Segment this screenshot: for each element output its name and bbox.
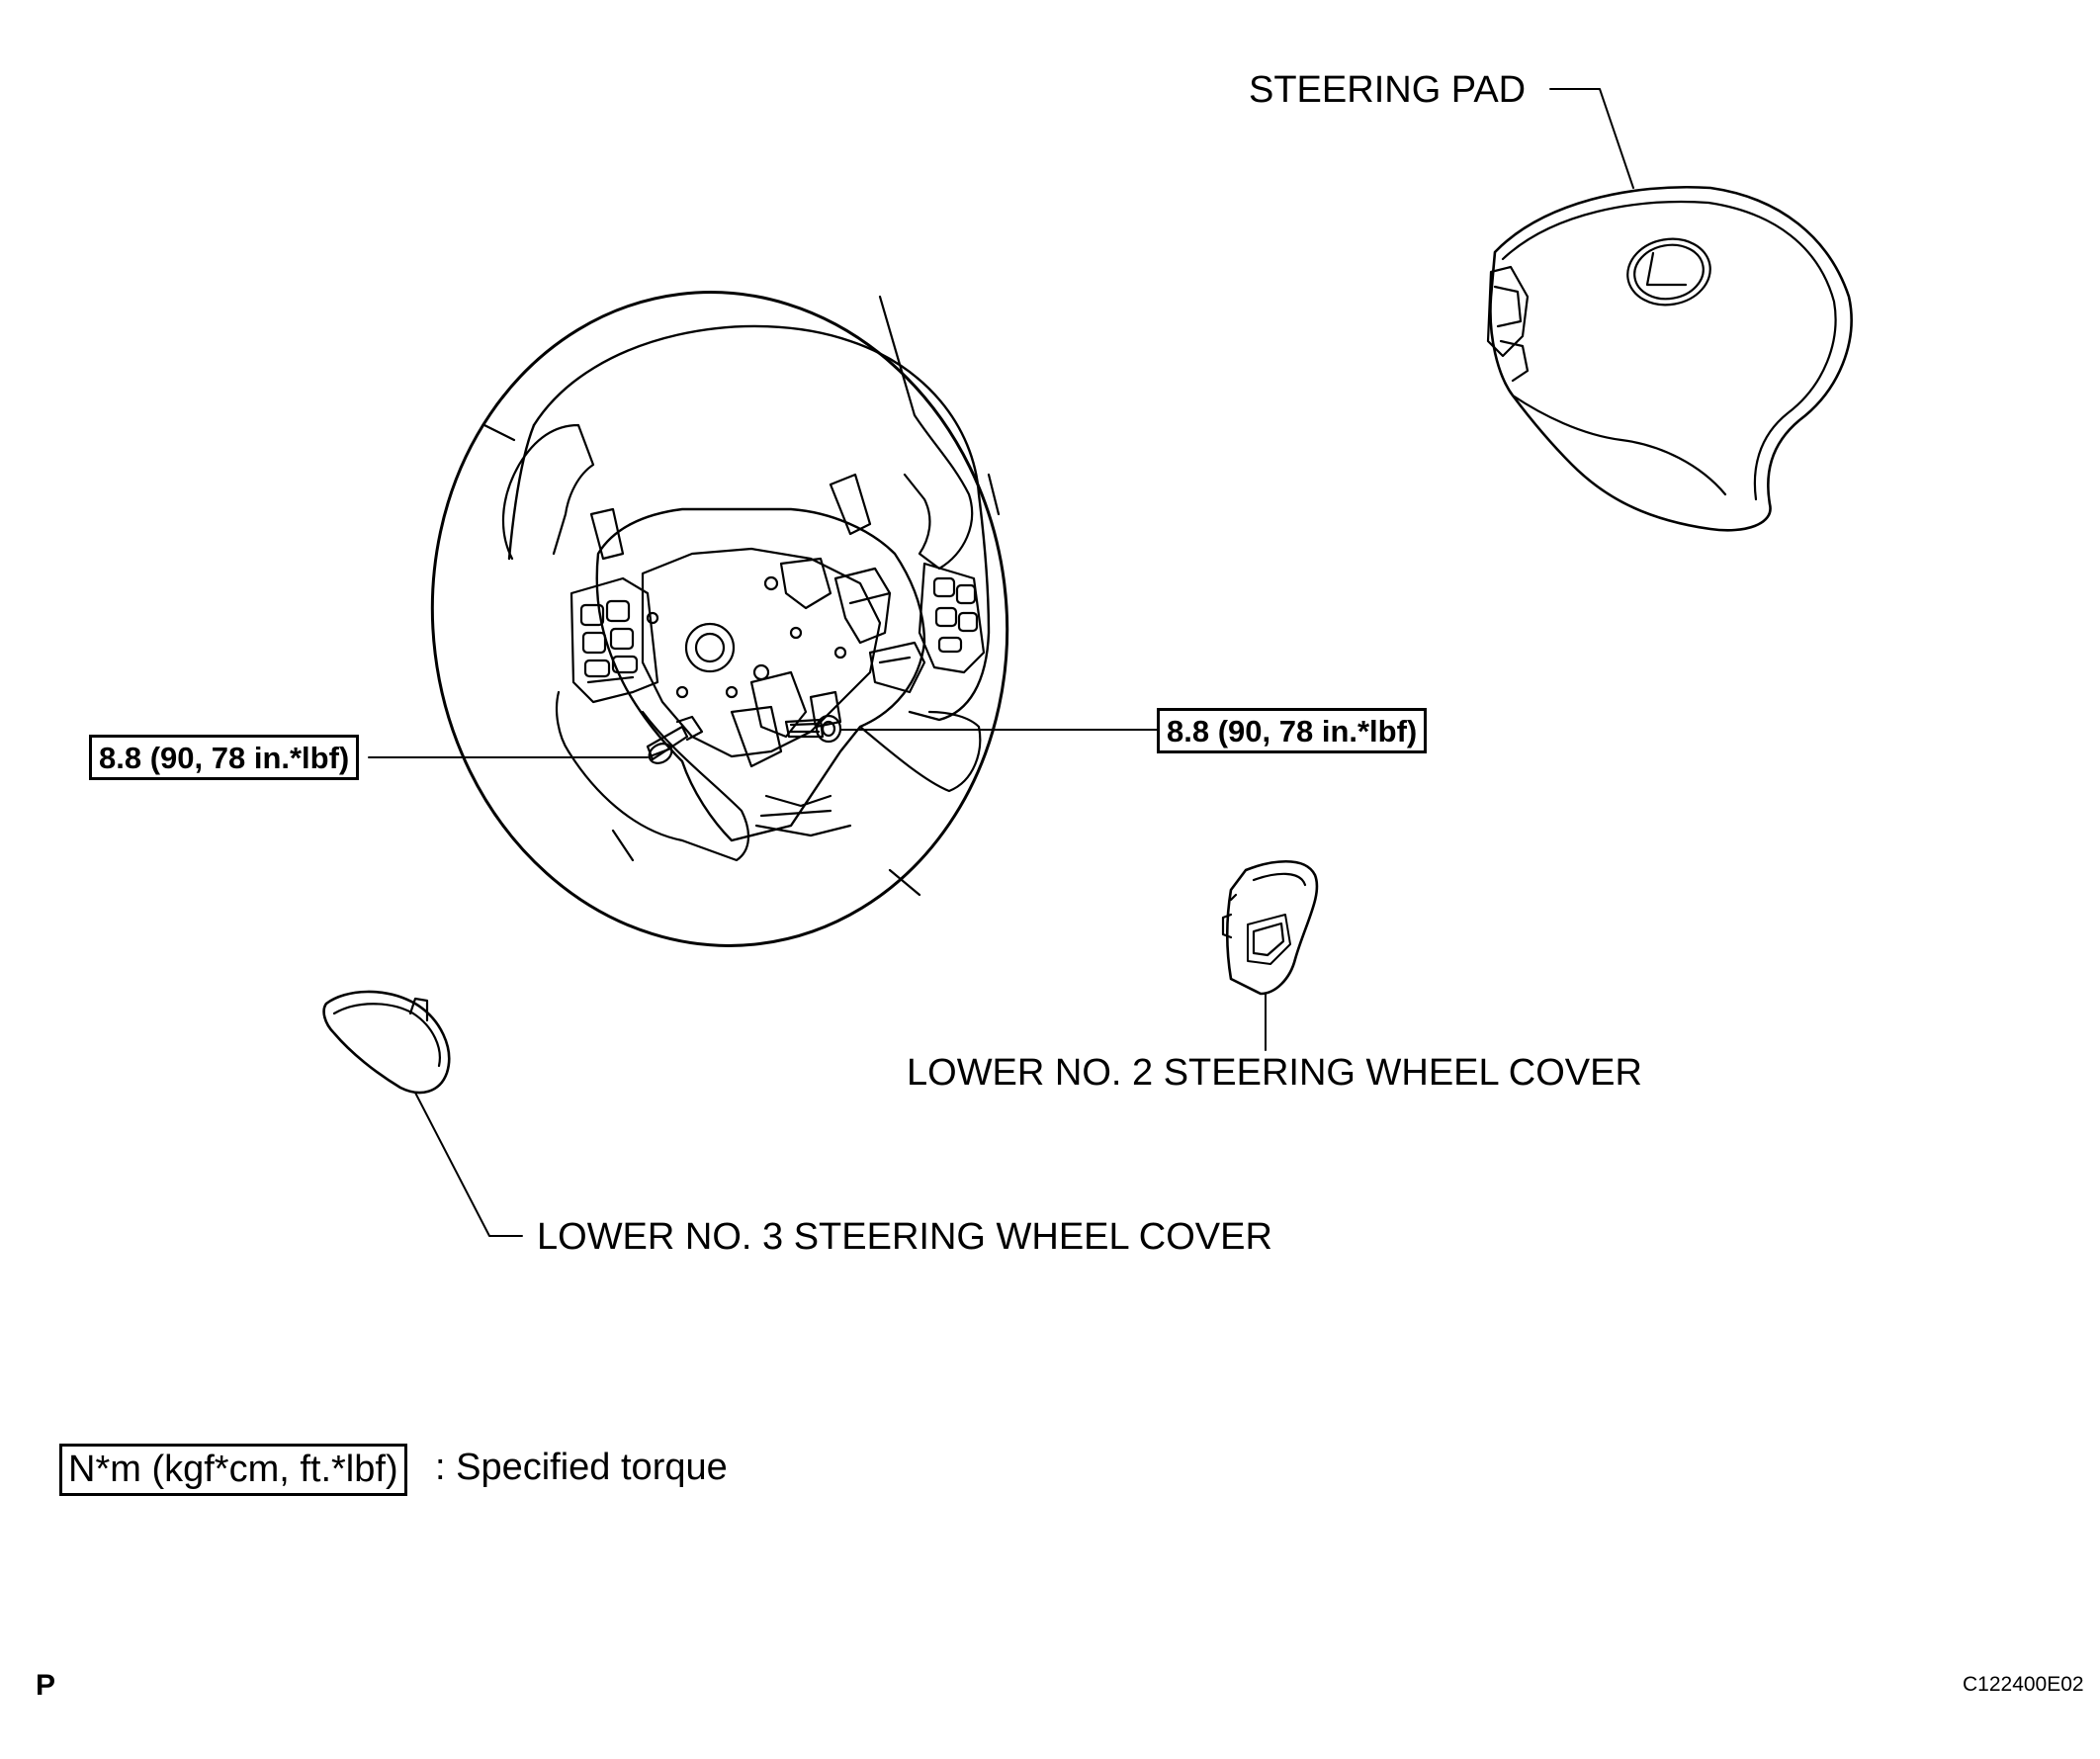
steering-wheel (395, 259, 1044, 979)
left-switch-cluster (571, 578, 657, 702)
torque-legend-description: : Specified torque (435, 1447, 728, 1488)
steering-pad (1488, 187, 1852, 530)
lower-no3-cover-label: LOWER NO. 3 STEERING WHEEL COVER (537, 1216, 1272, 1258)
torque-unit-legend-box: N*m (kgf*cm, ft.*lbf) (59, 1444, 407, 1496)
torque-spec-left: 8.8 (90, 78 in.*lbf) (89, 735, 360, 780)
right-switch-cluster (919, 564, 984, 672)
left-bolt (646, 717, 702, 767)
lower-no3-leader (415, 1093, 522, 1236)
lexus-emblem-icon (1622, 232, 1715, 311)
corner-mark: P (36, 1669, 56, 1702)
lower-no2-cover-label: LOWER NO. 2 STEERING WHEEL COVER (907, 1052, 1642, 1094)
lower-no3-cover (324, 992, 450, 1093)
steering-pad-label: STEERING PAD (1249, 69, 1527, 111)
steering-pad-leader (1550, 89, 1633, 188)
lower-no2-cover (1223, 861, 1317, 994)
right-paddle-shifter (831, 475, 870, 534)
left-paddle-shifter (591, 509, 623, 559)
illustration-code: C122400E02 (1963, 1673, 2084, 1696)
torque-spec-right: 8.8 (90, 78 in.*lbf) (1157, 708, 1428, 753)
